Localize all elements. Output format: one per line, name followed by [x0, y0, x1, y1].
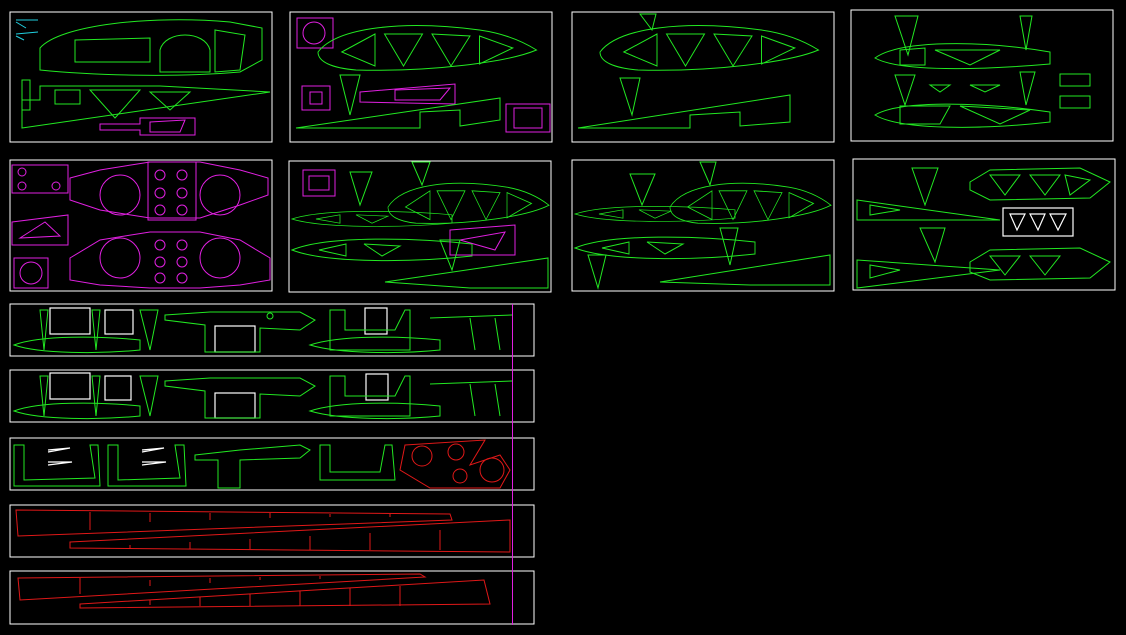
strip-3[interactable] — [9, 437, 535, 491]
sheet-5[interactable] — [9, 159, 273, 292]
strip-4[interactable] — [9, 504, 535, 558]
sheet-2[interactable] — [289, 11, 553, 143]
sheet-1[interactable] — [9, 11, 273, 143]
sheet-3[interactable] — [571, 11, 835, 143]
sheet-8[interactable] — [852, 158, 1116, 291]
sheet-4[interactable] — [850, 9, 1114, 142]
marker-icon — [15, 19, 39, 41]
strip-2[interactable] — [9, 369, 535, 423]
strip-5[interactable] — [9, 570, 535, 625]
sheet-7[interactable] — [571, 159, 835, 292]
strip-1[interactable] — [9, 303, 535, 357]
sheet-6[interactable] — [288, 160, 552, 293]
